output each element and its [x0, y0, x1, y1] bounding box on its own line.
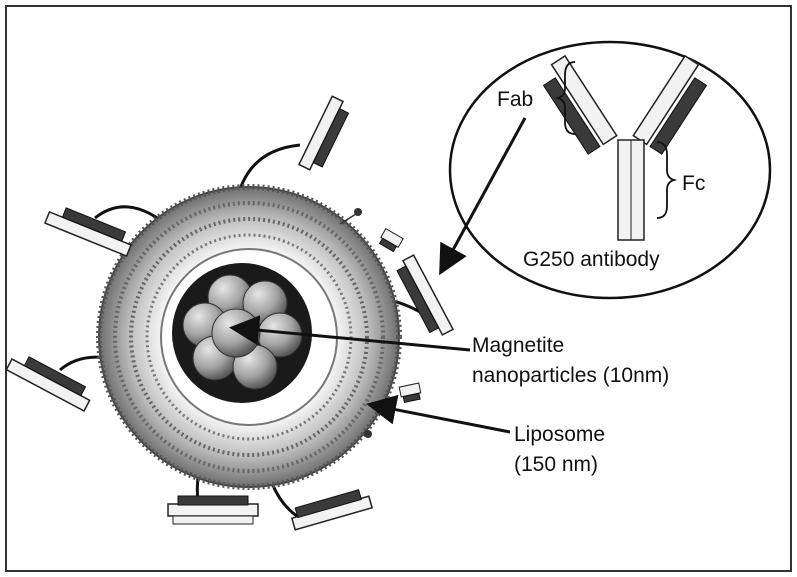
antibody-bottom-left — [167, 495, 259, 525]
antibody-left-lower — [5, 356, 91, 412]
magnetite-nanoparticles — [182, 274, 303, 390]
arrow-to-magnetite — [229, 315, 471, 352]
liposome-label-line2: (150 nm) — [514, 453, 598, 476]
antibody-top — [297, 95, 350, 171]
antibody-bottom-right — [290, 489, 374, 531]
antibody-small-right — [378, 227, 404, 253]
antibody-small-lower-right — [398, 382, 422, 404]
magnetite-label-line2: nanoparticles (10nm) — [472, 364, 669, 387]
fc-label: Fc — [682, 172, 705, 195]
fab-brace — [554, 61, 576, 135]
liposome-label-line1: Liposome — [514, 423, 605, 446]
antibody-label: G250 antibody — [523, 248, 660, 271]
fc-brace — [656, 141, 678, 219]
magnetite-label-line1: Magnetite — [472, 334, 564, 357]
antibody-right — [396, 254, 455, 336]
small-ligands — [339, 208, 372, 438]
antibody-y-shape — [542, 54, 708, 241]
figure-frame — [5, 5, 792, 572]
arrow-to-antibody — [439, 117, 527, 276]
arrow-to-liposome — [366, 394, 511, 434]
fab-label: Fab — [497, 88, 533, 111]
antibody-left-upper — [43, 207, 133, 258]
